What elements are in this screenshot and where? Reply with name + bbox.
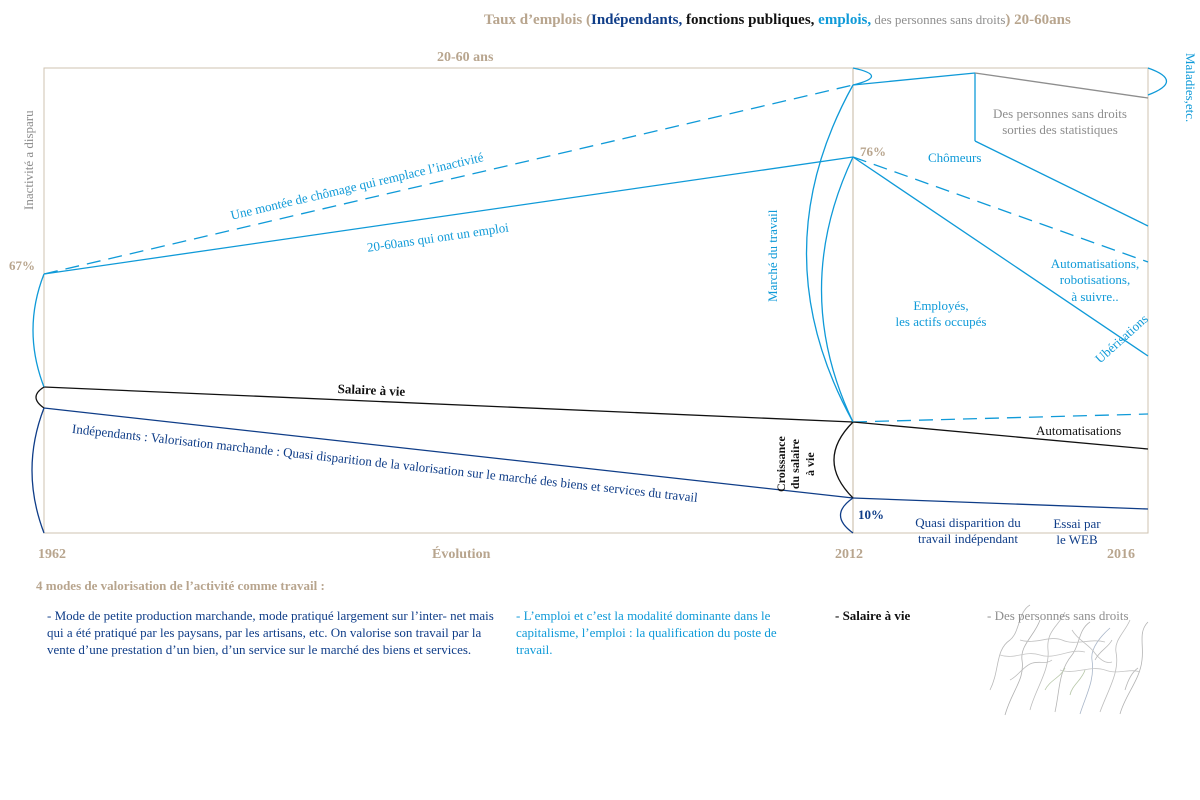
label-maladies: Maladies,etc.: [1183, 53, 1198, 123]
quasi-line-2: travail indépendant: [918, 531, 1018, 547]
bracket-67: [32, 273, 45, 388]
value-76: 76%: [860, 144, 886, 159]
bracket-independants-left: [31, 407, 45, 534]
line-uberisation: [852, 156, 1149, 357]
bracket-top-2012: [852, 67, 873, 86]
employes-line-1: Employés,: [913, 298, 969, 313]
bracket-marche-inner: [820, 156, 854, 423]
value-67: 67%: [9, 258, 35, 273]
line-emploi-after-dashed: [852, 413, 1149, 423]
label-chomeurs: Chômeurs: [928, 150, 982, 165]
line-chomage-dashed: [43, 84, 854, 275]
bracket-marche-outer: [805, 84, 854, 423]
line-chomeurs-down: [974, 140, 1149, 227]
line-independants: [43, 407, 854, 499]
header-title: Taux d’emplois (Indépendants, fonctions …: [484, 11, 1071, 30]
title-prefix: Taux d’emplois (: [484, 12, 591, 28]
quasi-line-1: Quasi disparition du: [915, 515, 1021, 530]
label-quasi-disparition: Quasi disparition du travail indépendant: [900, 515, 1036, 548]
legend-mode-salaire: - Salaire à vie: [835, 608, 911, 623]
bracket-salaire-left: [35, 386, 45, 409]
essai-line-1: Essai par: [1053, 516, 1101, 531]
automatisations-line-1: Automatisations,: [1050, 256, 1140, 271]
bracket-maladies: [1147, 67, 1168, 96]
sans-droits-sketch: [989, 604, 1149, 716]
line-emploi-1962-2012: [43, 156, 854, 275]
employes-line-2: les actifs occupés: [895, 314, 987, 330]
label-automatisations: Automatisations, robotisations, à suivre…: [1036, 256, 1154, 305]
label-sans-droits: Des personnes sans droits sorties des st…: [980, 106, 1140, 139]
line-chomeurs: [852, 72, 976, 86]
year-1962: 1962: [38, 547, 66, 562]
title-independants: Indépendants,: [590, 12, 683, 28]
label-essai-web: Essai par le WEB: [1040, 516, 1114, 549]
label-automatisations-bottom: Automatisations: [1036, 423, 1122, 438]
line-independants-after: [852, 497, 1149, 510]
croissance-line-3: à vie: [802, 452, 817, 476]
automatisations-line-2: robotisations,: [1059, 272, 1131, 288]
sans-droits-line-2: sorties des statistiques: [1002, 122, 1118, 138]
legend-mode-emploi: - L’emploi et c’est la modalité dominant…: [516, 608, 777, 657]
title-fonctions: fonctions publiques,: [682, 12, 815, 28]
croissance-line-2: du salaire: [788, 439, 803, 490]
value-10: 10%: [858, 507, 884, 522]
line-salaire-vie-after: [852, 421, 1149, 450]
automatisations-line-3: à suivre..: [1071, 288, 1119, 304]
label-croissance: Croissance du salaire à vie: [774, 436, 817, 492]
sans-droits-line-1: Des personnes sans droits: [993, 106, 1127, 121]
line-automatisation-dashed: [852, 156, 1149, 263]
legend-mode-independant: - Mode de petite production marchande, m…: [47, 608, 494, 657]
bracket-croissance: [833, 421, 854, 499]
year-2012: 2012: [835, 547, 863, 562]
bracket-10pct: [839, 497, 854, 534]
frame-top-label: 20-60 ans: [437, 50, 494, 65]
croissance-line-1: Croissance: [774, 436, 788, 492]
label-salaire-vie: Salaire à vie: [337, 381, 406, 399]
line-sans-droits: [974, 72, 1149, 99]
title-sans-droits: des personnes sans droits: [871, 12, 1006, 27]
year-2016: 2016: [1107, 547, 1135, 562]
legend-title: 4 modes de valorisation de l’activité co…: [36, 578, 325, 593]
line-salaire-vie: [43, 386, 854, 423]
legend-mode-sans-droits: - Des personnes sans droits: [987, 608, 1129, 623]
title-emplois: emplois,: [814, 12, 872, 28]
label-marche-travail: Marché du travail: [765, 209, 780, 302]
frame-rect: [43, 67, 1149, 534]
label-inactivite: Inactivité a disparu: [21, 110, 36, 210]
essai-line-2: le WEB: [1056, 532, 1098, 548]
title-suffix: ) 20-60ans: [1005, 12, 1071, 28]
axis-evolution: Évolution: [432, 547, 491, 562]
label-employes: Employés, les actifs occupés: [876, 298, 1006, 331]
